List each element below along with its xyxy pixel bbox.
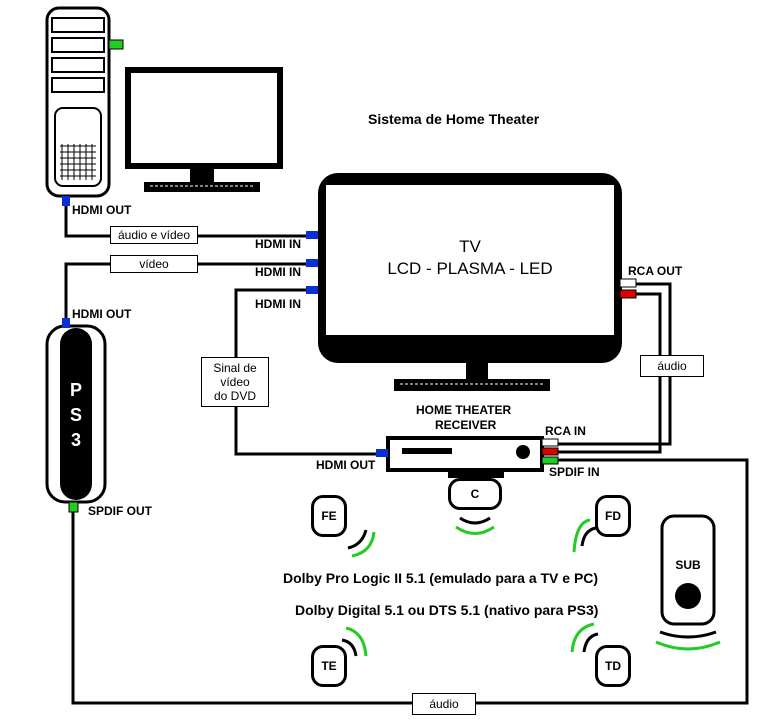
pc-monitor bbox=[125, 67, 283, 192]
receiver-spdif-in-label: SPDIF IN bbox=[549, 465, 600, 479]
pc-green-port bbox=[108, 39, 124, 50]
pc-hdmi-out-label: HDMI OUT bbox=[72, 203, 132, 217]
receiver-spdif-in bbox=[541, 456, 559, 465]
tv-hdmi-in-1 bbox=[306, 231, 318, 239]
ps3-hdmi-out-label: HDMI OUT bbox=[72, 307, 132, 321]
tv-hdmi-in-1-label: HDMI IN bbox=[255, 237, 301, 251]
ps3-label: P S 3 bbox=[60, 378, 92, 453]
ps3 bbox=[45, 318, 107, 513]
receiver-hdmi-out-label: HDMI OUT bbox=[316, 458, 376, 472]
receiver-hdmi-out bbox=[376, 449, 388, 457]
tv-rca-white bbox=[619, 278, 637, 288]
speaker-fd: FD bbox=[595, 495, 631, 537]
cable-pc-to-tv bbox=[64, 204, 318, 238]
cable-spdif bbox=[71, 458, 749, 705]
cable-label-dvd-signal: Sinal de vídeo do DVD bbox=[201, 357, 269, 407]
ps3-spdif-port bbox=[68, 501, 79, 513]
speaker-td: TD bbox=[595, 645, 631, 687]
pc-hdmi-port bbox=[62, 196, 70, 206]
ps3-hdmi-port bbox=[62, 318, 70, 328]
diagram-title: Sistema de Home Theater bbox=[368, 111, 540, 127]
ps3-letter-p: P bbox=[69, 380, 82, 400]
ps3-letter-s: S bbox=[69, 405, 82, 425]
sound-waves bbox=[341, 516, 721, 657]
tv-rca-red bbox=[619, 289, 637, 299]
ps3-spdif-out-label: SPDIF OUT bbox=[88, 504, 153, 518]
format-line2: Dolby Digital 5.1 ou DTS 5.1 (nativo par… bbox=[295, 602, 599, 618]
dvd-signal-line3: do DVD bbox=[213, 389, 257, 403]
tv-label-line1: TV bbox=[459, 237, 481, 256]
speaker-c: C bbox=[448, 478, 502, 510]
cable-label-tv-audio: áudio bbox=[640, 355, 704, 377]
receiver bbox=[376, 436, 559, 478]
subwoofer bbox=[660, 514, 716, 626]
receiver-rca-red bbox=[541, 447, 559, 456]
receiver-rca-in-label: RCA IN bbox=[545, 424, 586, 438]
pc-tower bbox=[45, 6, 124, 206]
receiver-title-line2: RECEIVER bbox=[435, 418, 497, 432]
tv-label-line2: LCD - PLASMA - LED bbox=[387, 259, 553, 278]
speaker-sub-label: SUB bbox=[675, 558, 701, 572]
speaker-fe: FE bbox=[311, 495, 347, 537]
ps3-letter-3: 3 bbox=[70, 430, 81, 450]
dvd-signal-line1: Sinal de bbox=[213, 361, 257, 375]
tv-hdmi-in-2-label: HDMI IN bbox=[255, 265, 301, 279]
tv-hdmi-in-3 bbox=[306, 286, 318, 294]
tv-hdmi-in-2 bbox=[306, 259, 318, 267]
receiver-title-line1: HOME THEATER bbox=[416, 403, 512, 417]
tv-rca-out-label: RCA OUT bbox=[628, 264, 683, 278]
tv bbox=[306, 173, 637, 391]
cable-ps3-to-tv bbox=[64, 262, 318, 322]
format-line1: Dolby Pro Logic II 5.1 (emulado para a T… bbox=[283, 570, 599, 586]
tv-hdmi-in-3-label: HDMI IN bbox=[255, 297, 301, 311]
cable-label-audio-video: áudio e vídeo bbox=[110, 226, 198, 244]
speaker-te: TE bbox=[311, 645, 347, 687]
cable-label-video: vídeo bbox=[110, 255, 198, 273]
dvd-signal-line2: vídeo bbox=[220, 375, 250, 389]
receiver-rca-white bbox=[541, 438, 559, 447]
cable-label-spdif-audio: áudio bbox=[412, 693, 476, 715]
